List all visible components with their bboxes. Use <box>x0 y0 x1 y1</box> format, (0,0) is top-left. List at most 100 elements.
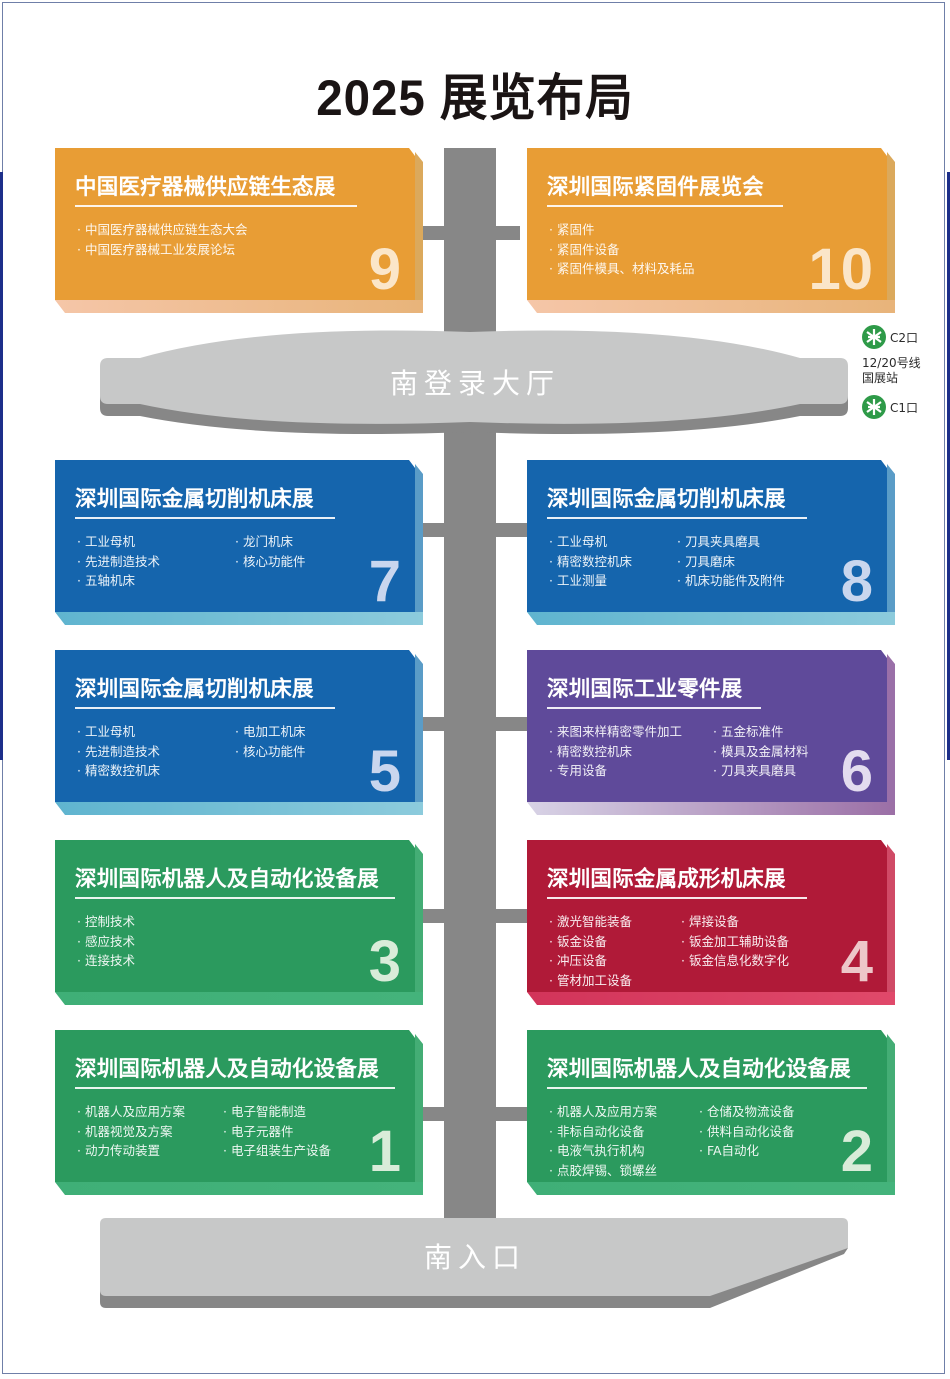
hall-2-card[interactable]: 深圳国际机器人及自动化设备展 机器人及应用方案 非标自动化设备 电液气执行机构 … <box>527 1030 895 1195</box>
hall-items-col2: 五金标准件 模具及金属材料 刀具夹具磨具 <box>713 722 809 781</box>
hall-item: 机器人及应用方案 <box>549 1102 657 1122</box>
hall-items-col1: 机器人及应用方案 机器视觉及方案 动力传动装置 <box>77 1102 185 1161</box>
south-registration-hall[interactable]: 南登录大厅 <box>100 322 850 440</box>
registration-hall-shape <box>100 330 848 434</box>
hall-number: 6 <box>840 739 873 804</box>
hall-number: 4 <box>840 929 873 994</box>
metro-line-label: 12/20号线 <box>862 356 921 370</box>
hall-title: 中国医疗器械供应链生态展 <box>75 175 336 200</box>
central-corridor <box>444 148 496 1223</box>
hall-10-card[interactable]: 深圳国际紧固件展览会 紧固件 紧固件设备 紧固件模具、材料及耗品 10 <box>527 148 895 313</box>
title-underline <box>547 1087 867 1089</box>
card-side <box>887 654 895 812</box>
card-bottom <box>55 300 423 313</box>
hall-item: 电子智能制造 <box>223 1102 331 1122</box>
hall-3-card[interactable]: 深圳国际机器人及自动化设备展 控制技术 感应技术 连接技术 3 <box>55 840 423 1005</box>
hall-item: 管材加工设备 <box>549 971 632 991</box>
metro-exit-c2[interactable]: C2口 <box>862 324 921 350</box>
hall-item: FA自动化 <box>699 1141 794 1161</box>
hall-items-col2: 仓储及物流设备 供料自动化设备 FA自动化 <box>699 1102 795 1161</box>
hall-item: 机器人及应用方案 <box>77 1102 185 1122</box>
hall-title: 深圳国际金属成形机床展 <box>547 867 786 892</box>
card-bottom <box>55 612 423 625</box>
hall-item: 供料自动化设备 <box>699 1122 795 1142</box>
title-underline <box>75 1087 395 1089</box>
hall-item: 仓储及物流设备 <box>699 1102 795 1122</box>
hall-item: 动力传动装置 <box>77 1141 185 1161</box>
hall-items-col2: 焊接设备 钣金加工辅助设备 钣金信息化数字化 <box>681 912 789 971</box>
hall-1-card[interactable]: 深圳国际机器人及自动化设备展 机器人及应用方案 机器视觉及方案 动力传动装置 电… <box>55 1030 423 1195</box>
hall-items-col2: 电子智能制造 电子元器件 电子组装生产设备 <box>223 1102 331 1161</box>
hall-items-col1: 激光智能装备 钣金设备 冲压设备 管材加工设备 <box>549 912 632 990</box>
hall-item: 紧固件设备 <box>549 240 694 260</box>
card-side <box>415 152 423 310</box>
hall-item: 工业母机 <box>549 532 632 552</box>
hall-item: 点胶焊锡、锁螺丝 <box>549 1161 657 1181</box>
south-entrance-label: 南入口 <box>423 1241 526 1274</box>
hall-item: 核心功能件 <box>235 742 306 762</box>
hall-item: 工业测量 <box>549 571 632 591</box>
hall-title: 深圳国际机器人及自动化设备展 <box>75 1057 379 1082</box>
hall-item: 核心功能件 <box>235 552 306 572</box>
hall-item: 精密数控机床 <box>549 742 682 762</box>
title-underline <box>75 205 357 207</box>
hall-item: 五轴机床 <box>77 571 160 591</box>
hall-8-card[interactable]: 深圳国际金属切削机床展 工业母机 精密数控机床 工业测量 刀具夹具磨具 刀具磨床… <box>527 460 895 625</box>
hall-item: 电子元器件 <box>223 1122 331 1142</box>
card-side <box>415 844 423 1002</box>
hall-item: 感应技术 <box>77 932 135 952</box>
hall-number: 2 <box>840 1119 873 1184</box>
hall-title: 深圳国际机器人及自动化设备展 <box>75 867 379 892</box>
metro-info: C2口 12/20号线 国展站 C1口 <box>862 324 921 420</box>
metro-station-name: 国展站 <box>862 371 899 385</box>
hall-item: 紧固件 <box>549 220 694 240</box>
hall-title: 深圳国际机器人及自动化设备展 <box>547 1057 851 1082</box>
hall-item: 控制技术 <box>77 912 135 932</box>
hall-4-card[interactable]: 深圳国际金属成形机床展 激光智能装备 钣金设备 冲压设备 管材加工设备 焊接设备… <box>527 840 895 1005</box>
hall-items-col2: 龙门机床 核心功能件 <box>235 532 306 572</box>
hall-item: 模具及金属材料 <box>713 742 809 762</box>
hall-item: 专用设备 <box>549 761 682 781</box>
hall-items-col1: 工业母机 先进制造技术 精密数控机床 <box>77 722 160 781</box>
right-edge-strip <box>947 172 950 760</box>
hall-title: 深圳国际工业零件展 <box>547 677 743 702</box>
hall-title: 深圳国际金属切削机床展 <box>75 487 314 512</box>
card-bottom <box>527 802 895 815</box>
hall-item: 中国医疗器械供应链生态大会 <box>77 220 248 240</box>
south-entrance[interactable]: 南入口 <box>100 1214 850 1310</box>
hall-7-card[interactable]: 深圳国际金属切削机床展 工业母机 先进制造技术 五轴机床 龙门机床 核心功能件 … <box>55 460 423 625</box>
hall-item: 钣金设备 <box>549 932 632 952</box>
metro-station: 12/20号线 国展站 <box>862 356 921 386</box>
card-side <box>415 464 423 622</box>
hall-item: 先进制造技术 <box>77 552 160 572</box>
title-underline <box>75 517 335 519</box>
hall-item: 刀具磨床 <box>677 552 785 572</box>
corridor-arm <box>420 909 528 923</box>
hall-item: 机床功能件及附件 <box>677 571 785 591</box>
card-bottom <box>527 300 895 313</box>
page-title: 2025 展览布局 <box>316 70 634 126</box>
left-edge-strip <box>0 172 3 760</box>
hall-number: 3 <box>368 929 401 994</box>
title-underline <box>75 707 335 709</box>
corridor-arm <box>420 717 528 731</box>
hall-item: 焊接设备 <box>681 912 789 932</box>
hall-6-card[interactable]: 深圳国际工业零件展 来图来样精密零件加工 精密数控机床 专用设备 五金标准件 模… <box>527 650 895 815</box>
card-bottom <box>55 1182 423 1195</box>
hall-items-col1: 工业母机 先进制造技术 五轴机床 <box>77 532 160 591</box>
card-side <box>415 654 423 812</box>
metro-logo-icon <box>862 325 886 349</box>
hall-item: 电子组装生产设备 <box>223 1141 331 1161</box>
metro-exit-c1[interactable]: C1口 <box>862 394 921 420</box>
metro-logo-icon <box>862 395 886 419</box>
title-underline <box>75 897 395 899</box>
hall-9-card[interactable]: 中国医疗器械供应链生态展 中国医疗器械供应链生态大会 中国医疗器械工业发展论坛 … <box>55 148 423 313</box>
south-entrance-shape <box>100 1218 848 1308</box>
hall-item: 精密数控机床 <box>549 552 632 572</box>
hall-item: 刀具夹具磨具 <box>713 761 808 781</box>
hall-item: 工业母机 <box>77 722 160 742</box>
metro-exit-c1-label: C1口 <box>890 400 919 415</box>
hall-item: 电加工机床 <box>235 722 306 742</box>
metro-exit-c2-label: C2口 <box>890 330 919 345</box>
hall-5-card[interactable]: 深圳国际金属切削机床展 工业母机 先进制造技术 精密数控机床 电加工机床 核心功… <box>55 650 423 815</box>
